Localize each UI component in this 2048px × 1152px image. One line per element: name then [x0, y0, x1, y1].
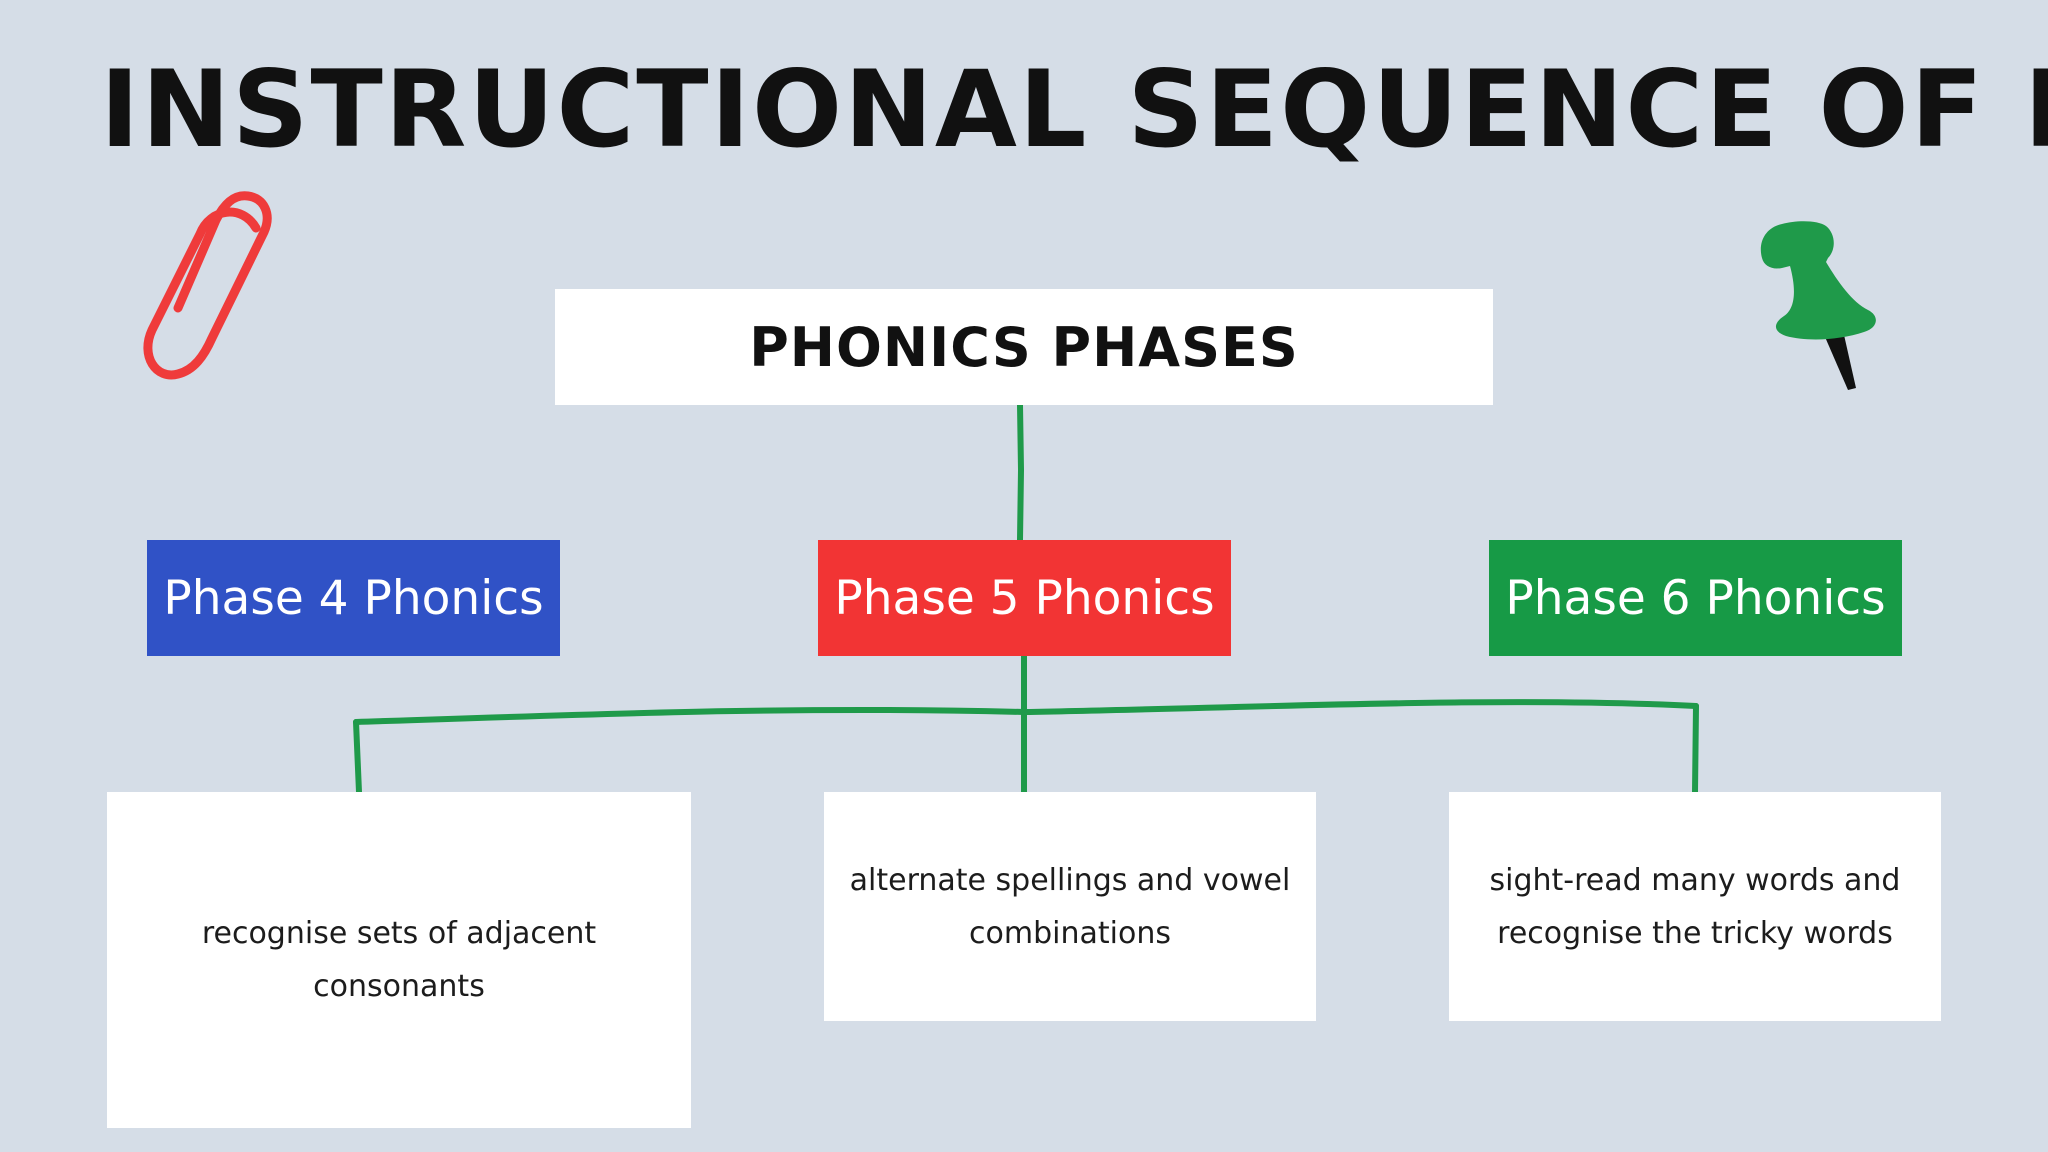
phase-4-description: recognise sets of adjacent consonants	[107, 792, 691, 1128]
page-title: INSTRUCTIONAL SEQUENCE OF PHONICS	[100, 48, 2048, 171]
phase-4-description-text: recognise sets of adjacent consonants	[201, 916, 597, 1004]
connector-root-to-phase5	[1017, 402, 1025, 543]
root-node-label: PHONICS PHASES	[749, 315, 1299, 379]
connector-to-desc-right	[1692, 703, 1699, 795]
phase-5-node: Phase 5 Phonics	[818, 540, 1231, 656]
paperclip-icon	[143, 191, 272, 380]
pushpin-icon	[1760, 221, 1876, 390]
phase-5-description: alternate spellings and vowel combinatio…	[824, 792, 1316, 1021]
paperclip-shape	[143, 191, 272, 380]
phase-4-node: Phase 4 Phonics	[147, 540, 560, 656]
connector-horizontal-bar	[353, 699, 1699, 725]
phase-6-description: sight-read many words and recognise the …	[1449, 792, 1941, 1021]
phase-5-label: Phase 5 Phonics	[834, 570, 1215, 626]
phase-4-label: Phase 4 Phonics	[163, 570, 544, 626]
root-node-phonics-phases: PHONICS PHASES	[555, 289, 1493, 405]
phase-6-node: Phase 6 Phonics	[1489, 540, 1902, 656]
pushpin-head	[1760, 221, 1876, 340]
phase-6-description-text: sight-read many words and recognise the …	[1489, 862, 1901, 951]
pushpin-needle	[1822, 326, 1856, 390]
connector-to-desc-left	[353, 719, 362, 795]
phase-5-description-text: alternate spellings and vowel combinatio…	[849, 862, 1291, 951]
phase-6-label: Phase 6 Phonics	[1505, 570, 1886, 626]
